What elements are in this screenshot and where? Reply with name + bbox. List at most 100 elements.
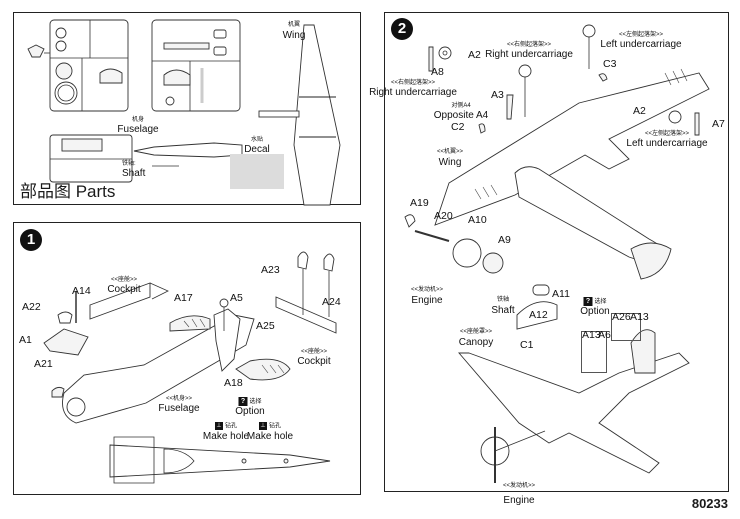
engine-bottom-label: Engine (503, 495, 535, 506)
drill-icon: ⊥ (258, 422, 267, 430)
step-number-badge: 1 (20, 229, 42, 251)
wing-part-icon (293, 24, 341, 206)
make-hole-1-label: Make hole (202, 431, 250, 442)
parts-title: 部品图 Parts (20, 182, 116, 201)
right-undercarriage-left-label: Right undercarriage (369, 87, 457, 98)
part-label-a23: A23 (261, 264, 280, 276)
part-label-a24: A24 (322, 296, 341, 308)
part-label-a22: A22 (22, 301, 41, 313)
shaft-label: Shaft (122, 168, 146, 179)
wing-drawing (434, 72, 710, 226)
engine-top-label: Engine (411, 295, 443, 306)
option-label-cn: ?选择 (238, 397, 262, 406)
cockpit-right-label: Cockpit (297, 356, 331, 367)
part-label-a5: A5 (230, 292, 243, 304)
parts-sprues-drawing (27, 19, 341, 206)
page-number: 80233 (691, 496, 728, 511)
wing-label: Wing (282, 30, 306, 41)
cockpit-side-panel (275, 296, 337, 334)
part-label-a2: A2 (468, 49, 481, 61)
wing-step2-cn: <<机翼>> (436, 149, 464, 155)
cockpit-right-label-cn: <<座舱>> (300, 349, 328, 355)
right-undercarriage-left-cn: <<右侧起落架>> (390, 80, 436, 86)
left-undercarriage-right-cn: <<左侧起落架>> (644, 131, 690, 137)
right-undercarriage-top-cn: <<右侧起落架>> (506, 42, 552, 48)
decal-label-cn: 水贴 (250, 137, 264, 143)
part-label-a19: A19 (410, 197, 429, 209)
option-label: Option (235, 406, 265, 417)
step-2-panel: 2 A2 A8 A3 C2 C3 A2 (369, 12, 729, 506)
part-label-a26: A26 (612, 311, 631, 323)
part-label-a11: A11 (552, 288, 570, 300)
part-label-a18: A18 (224, 377, 243, 389)
shaft-step2-label: Shaft (491, 305, 515, 316)
step-number-badge: 2 (391, 18, 413, 40)
part-label-a3: A3 (491, 89, 504, 101)
cockpit-tray (89, 282, 151, 320)
part-label-a14: A14 (72, 285, 91, 297)
option-step2-label: Option (580, 306, 610, 317)
part-label-a12: A12 (529, 309, 548, 321)
decal-sheet (230, 154, 284, 189)
part-label-a10: A10 (468, 214, 487, 226)
part-label-c3: C3 (603, 58, 617, 70)
decal-label: Decal (244, 144, 270, 155)
part-label-a21: A21 (34, 358, 53, 370)
canopy-c1 (516, 301, 558, 330)
step-1-panel: 1 A14 A22 A1 A21 A17 (13, 222, 361, 495)
cowling-a10 (452, 238, 482, 268)
part-label-a8: A8 (431, 66, 444, 78)
part-label-c1: C1 (520, 339, 534, 351)
part-label-a20: A20 (434, 210, 453, 222)
sprue-a-right (151, 19, 241, 112)
make-hole-1-cn: ⊥钻孔 (214, 422, 238, 430)
engine-a9 (482, 252, 504, 274)
part-label-a13-right: A13 (630, 311, 649, 323)
fuselage-label-cn: 机身 (131, 117, 145, 123)
part-label-a7: A7 (712, 118, 725, 130)
part-label-a13-left: A13 (582, 329, 601, 341)
fuselage-part-icon (133, 142, 243, 158)
right-undercarriage-top-label: Right undercarriage (485, 49, 573, 60)
engine-top-cn: <<发动机>> (410, 287, 444, 293)
part-label-a25: A25 (256, 320, 275, 332)
question-icon: ? (238, 397, 248, 406)
option-box-left (581, 331, 607, 373)
opposite-a4-cn: 对侧A4 (451, 103, 471, 109)
wing-label-cn: 机翼 (287, 22, 301, 28)
drill-icon: ⊥ (214, 422, 223, 430)
cockpit-label-cn: <<座舱>> (110, 277, 138, 283)
left-undercarriage-top-label: Left undercarriage (600, 39, 682, 50)
canopy-label: Canopy (458, 337, 494, 348)
make-hole-2-cn: ⊥钻孔 (258, 422, 282, 430)
fuselage-label: Fuselage (117, 124, 159, 135)
assembled-aircraft (458, 352, 690, 474)
stabilizer-a18 (235, 358, 291, 381)
cockpit-label: Cockpit (107, 284, 141, 295)
option-step2-cn: ?选择 (583, 297, 607, 306)
fuselage-step1-label: Fuselage (158, 403, 200, 414)
canopy-cn: <<座舱罩>> (459, 329, 493, 335)
part-label-a2-right: A2 (633, 105, 646, 117)
fuselage-top-view (109, 444, 331, 478)
shaft-step2-cn: 铁轴 (496, 297, 510, 303)
opposite-a4-label: Opposite A4 (433, 110, 489, 121)
part-label-a1: A1 (19, 334, 32, 346)
parts-panel: 机翼 Wing 机身 Fuselage 水贴 Decal 铁轴: Shaft 部… (13, 12, 361, 206)
step-2-drawing (404, 24, 710, 483)
stabilizer-a17 (169, 315, 211, 332)
part-label-a6: A6 (598, 329, 611, 341)
question-icon: ? (583, 297, 593, 306)
part-label-a17: A17 (174, 292, 193, 304)
left-undercarriage-top-cn: <<左侧起落架>> (618, 32, 664, 38)
shaft-label-cn: 铁轴: (122, 161, 136, 167)
part-label-c2: C2 (451, 121, 465, 133)
engine-part-icon (55, 62, 73, 80)
fuselage-step1-label-cn: <<机身>> (165, 396, 193, 402)
left-undercarriage-right-label: Left undercarriage (626, 138, 708, 149)
part-label-a9: A9 (498, 234, 511, 246)
option-box-right (611, 313, 641, 341)
wing-step2-label: Wing (438, 157, 462, 168)
make-hole-2-label: Make hole (246, 431, 294, 442)
engine-bottom-cn: <<发动机>> (502, 483, 536, 489)
